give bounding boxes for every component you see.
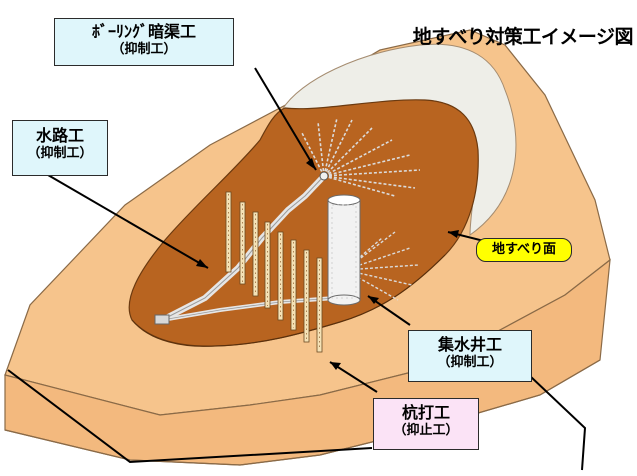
label-collecting-well: 集水井工 （抑制工）: [408, 330, 532, 382]
label-waterway-type: （抑制工）: [27, 146, 93, 161]
label-pile-type: （抑止工）: [393, 423, 459, 438]
label-collecting-well-name: 集水井工: [437, 335, 502, 354]
label-boring-drain: ﾎﾞｰﾘﾝｸﾞ暗渠工 （抑制工）: [54, 18, 234, 66]
leader-arrowheads: [196, 158, 459, 370]
label-collecting-well-type: （抑制工）: [437, 355, 503, 370]
label-pile: 杭打工 （抑止工）: [373, 398, 479, 450]
pile-group: [225, 191, 323, 353]
terrain-edge: [4, 359, 601, 466]
label-waterway-name: 水路工: [35, 126, 84, 145]
boring-drain-head: [319, 171, 329, 181]
diagram-title: 地すべり対策工イメージ図: [412, 26, 634, 48]
collecting-well: [327, 194, 361, 306]
label-slip-surface: 地すべり面: [476, 238, 572, 263]
waterway-channel-edge: [161, 175, 325, 321]
slip-surface-line: [131, 254, 446, 347]
label-boring-drain-type: （抑制工）: [111, 42, 177, 57]
label-boring-drain-name: ﾎﾞｰﾘﾝｸﾞ暗渠工: [91, 22, 196, 41]
label-pile-name: 杭打工: [401, 403, 450, 422]
boring-drain-fan-upper: [301, 117, 421, 197]
leader-lines: [7, 67, 587, 471]
outlet-block: [154, 314, 170, 325]
label-waterway: 水路工 （抑制工）: [12, 120, 108, 176]
